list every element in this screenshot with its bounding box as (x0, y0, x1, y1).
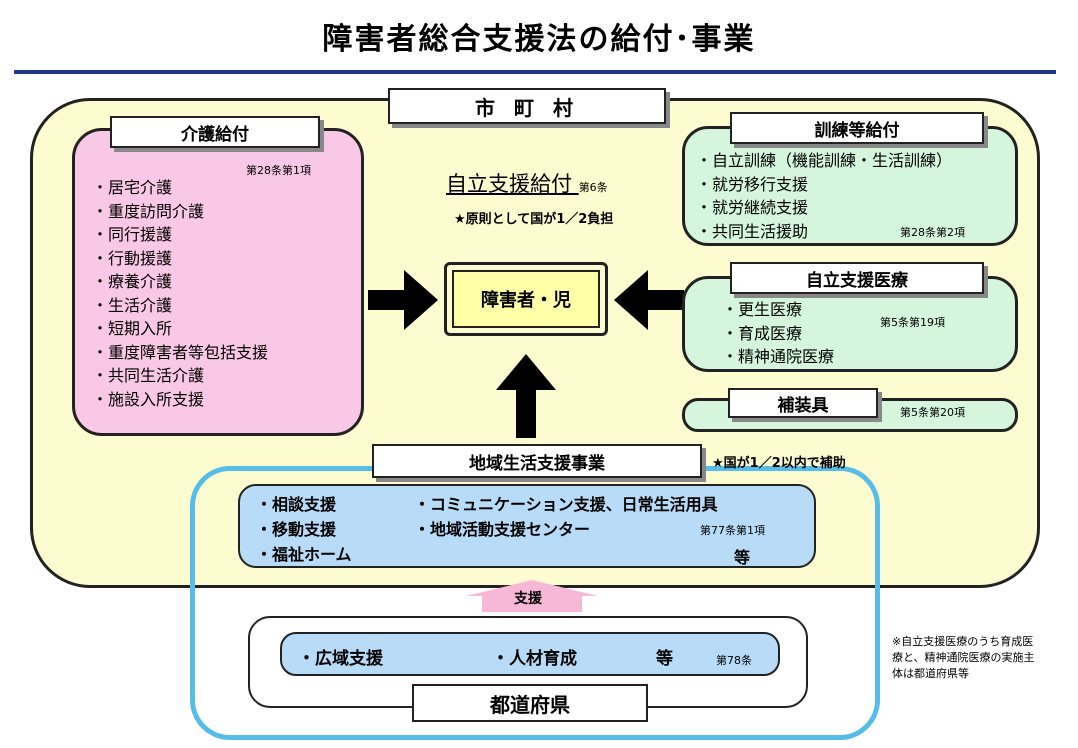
prosthetics-header: 補装具 (728, 388, 878, 418)
training-benefits-article: 第28条第2項 (900, 226, 965, 239)
medical-article: 第5条第19項 (880, 316, 945, 329)
training-benefits-header: 訓練等給付 (730, 112, 984, 144)
prefecture-label: 都道府県 (412, 684, 648, 722)
list-item: ・自立訓練（機能訓練・生活訓練） (696, 151, 953, 170)
list-item: ・コミュニケーション支援、日常生活用具 (414, 495, 718, 514)
list-item: ・育成医療 (722, 323, 803, 343)
right-arrow-icon (368, 270, 438, 330)
list-item: ・精神通院医療 (722, 347, 835, 366)
community-col2: ・コミュニケーション支援、日常生活用具 ・地域活動支援センター (414, 492, 718, 542)
list-item: ・施設入所支援 (92, 389, 205, 409)
prosthetics-article: 第5条第20項 (900, 406, 965, 419)
list-item: ・短期入所 (92, 319, 173, 338)
care-benefits-list: ・居宅介護 ・重度訪問介護 ・同行援護 ・行動援護 ・療養介護 ・生活介護 ・短… (92, 176, 362, 411)
prefecture-services-box (280, 632, 780, 676)
support-arrow-icon (466, 580, 598, 612)
list-item: ・更生医療 (722, 300, 803, 319)
community-col1: ・相談支援 ・移動支援 ・福祉ホーム (256, 492, 352, 567)
community-services-box (238, 484, 816, 568)
list-item: ・同行援護 (92, 225, 173, 244)
prefecture-etc: 等 (656, 649, 673, 669)
care-benefits-header: 介護給付 (110, 116, 320, 148)
prefecture-article: 第78条 (716, 654, 752, 667)
list-item: ・行動援護 (92, 248, 173, 268)
list-item: ・共同生活援助 (696, 221, 809, 241)
up-arrow-icon (496, 354, 556, 438)
page-title: 障害者総合支援法の給付･事業 (322, 22, 756, 57)
community-note: ★国が1／2以内で補助 (712, 456, 846, 471)
list-item: ・就労継続支援 (696, 198, 809, 217)
footnote: ※自立支援医療のうち育成医療と、精神通院医療の実施主体は都道府県等 (892, 635, 1035, 680)
list-item: ・生活介護 (92, 295, 173, 315)
list-item: ・共同生活介護 (92, 366, 205, 385)
training-benefits-list: ・自立訓練（機能訓練・生活訓練） ・就労移行支援 ・就労継続支援 ・共同生活援助 (696, 149, 1016, 243)
title-underline (14, 70, 1056, 74)
community-header: 地域生活支援事業 (372, 444, 702, 478)
left-arrow-icon (614, 270, 684, 330)
center-label: 障害者・児 (452, 270, 600, 328)
list-item: ・療養介護 (92, 272, 173, 291)
list-item: ・相談支援 (256, 495, 337, 514)
independence-support-article: 第6条 (578, 181, 608, 194)
medical-list: ・更生医療 ・育成医療 ・精神通院医療 (722, 298, 922, 369)
list-item: ・重度訪問介護 (92, 201, 205, 221)
municipality-label: 市 町 村 (388, 88, 666, 124)
community-article: 第77条第1項 (700, 524, 765, 537)
medical-header: 自立支援医療 (730, 262, 984, 294)
independence-support-note: ★原則として国が1／2負担 (454, 212, 614, 227)
community-etc: 等 (734, 548, 751, 567)
list-item: ・福祉ホーム (256, 545, 352, 564)
list-item: ・地域活動支援センター (414, 520, 591, 539)
independence-support-title-text: 自立支援給付 (446, 172, 572, 196)
prefecture-item-2: ・人材育成 (492, 649, 577, 669)
list-item: ・居宅介護 (92, 178, 173, 197)
independence-support-title: 自立支援給付 第6条 (446, 168, 608, 198)
list-item: ・重度障害者等包括支援 (92, 342, 269, 362)
list-item: ・就労移行支援 (696, 174, 809, 194)
list-item: ・移動支援 (256, 520, 337, 539)
support-label: 支援 (514, 591, 542, 607)
care-benefits-article: 第28条第1項 (246, 164, 311, 177)
prefecture-item-1: ・広域支援 (298, 649, 383, 669)
